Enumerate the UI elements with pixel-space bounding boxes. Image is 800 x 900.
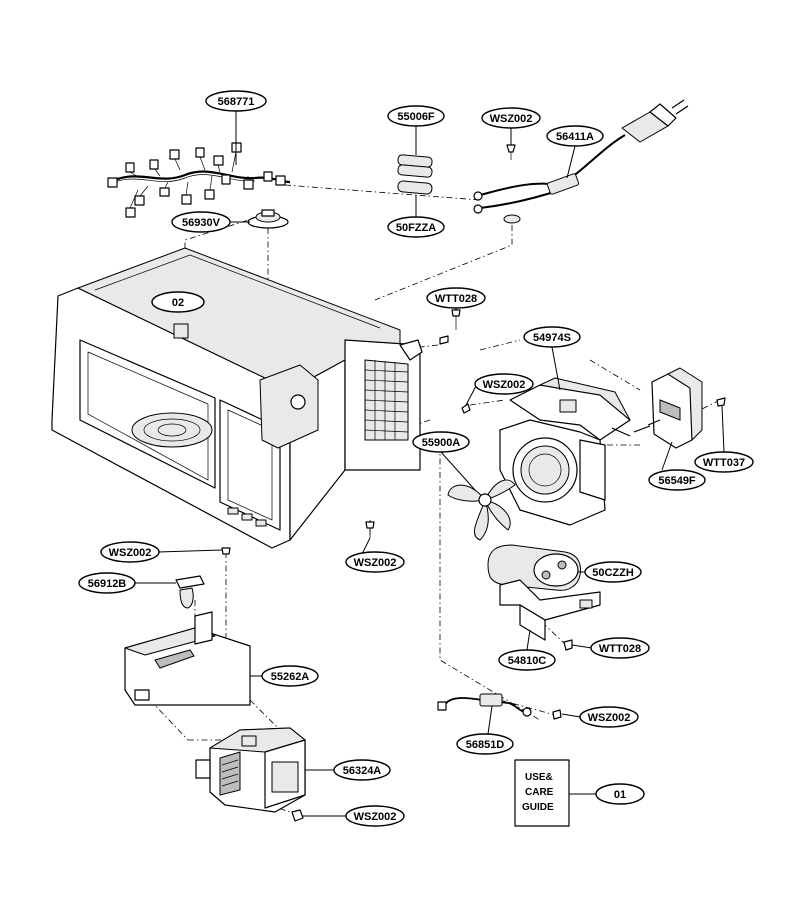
cover-part: [124, 611, 251, 706]
label-54974s: 54974S: [523, 326, 581, 348]
svg-text:WTT028: WTT028: [435, 293, 477, 305]
label-wsz002-bottom: WSZ002: [345, 805, 405, 827]
screw-bottom-part: [291, 809, 304, 822]
fan-motor-part: [633, 367, 703, 449]
label-wtt028-bottom: WTT028: [590, 637, 650, 659]
svg-text:56324A: 56324A: [343, 765, 382, 777]
label-56411a: 56411A: [546, 125, 604, 147]
oven-cavity-part: [51, 247, 423, 549]
label-54810c: 54810C: [498, 649, 556, 671]
svg-text:56930V: 56930V: [182, 217, 221, 229]
svg-text:WSZ002: WSZ002: [490, 113, 533, 125]
screw-cavity-part: [365, 521, 375, 538]
svg-text:56912B: 56912B: [88, 578, 127, 590]
svg-text:55900A: 55900A: [422, 437, 461, 449]
screw-left-part: [221, 547, 231, 555]
screw-wtt028-bottom-part: [563, 639, 573, 651]
capacitor-bracket-part: [499, 579, 601, 641]
svg-text:WSZ002: WSZ002: [483, 379, 526, 391]
label-50fzza: 50FZZA: [387, 216, 445, 238]
label-56324a: 56324A: [333, 759, 391, 781]
label-01: 01: [595, 783, 645, 805]
svg-text:55006F: 55006F: [397, 111, 435, 123]
label-wsz002-cavity: WSZ002: [345, 551, 405, 573]
svg-text:WSZ002: WSZ002: [109, 547, 152, 559]
thermostat-part: [247, 209, 289, 229]
label-55262a: 55262A: [261, 665, 319, 687]
svg-text:50CZZH: 50CZZH: [592, 567, 634, 579]
power-cord-part: [473, 99, 689, 224]
label-56930v: 56930V: [171, 211, 231, 233]
screw-diode-part: [552, 709, 562, 720]
fan-bracket-part: [499, 377, 631, 526]
wire-harness-part: [107, 142, 291, 218]
fan-blade-part: [447, 479, 516, 541]
svg-text:54810C: 54810C: [508, 655, 547, 667]
svg-text:WSZ002: WSZ002: [354, 811, 397, 823]
label-wtt037: WTT037: [694, 451, 754, 473]
svg-text:56411A: 56411A: [556, 131, 594, 143]
svg-text:02: 02: [172, 297, 184, 309]
manual-part: USE& CARE GUIDE: [514, 759, 570, 827]
screw-wtt028-top-part: [439, 309, 461, 345]
svg-text:55262A: 55262A: [271, 671, 310, 683]
callout-labels: 568771 55006F WSZ002 56411A 56930V 50FZZ…: [78, 90, 754, 827]
svg-text:WTT037: WTT037: [703, 457, 745, 469]
label-wsz002-mid: WSZ002: [474, 373, 534, 395]
label-wsz002-top: WSZ002: [481, 107, 541, 129]
fuse-50fzza-part: [397, 180, 433, 195]
label-568771: 568771: [205, 90, 267, 112]
svg-text:WTT028: WTT028: [599, 643, 641, 655]
label-55900a: 55900A: [412, 431, 470, 453]
svg-text:56549F: 56549F: [658, 475, 696, 487]
manual-line-1: USE&: [525, 772, 553, 783]
label-56912b: 56912B: [78, 572, 136, 594]
manual-line-3: GUIDE: [522, 802, 554, 813]
magnetron-part: [195, 727, 306, 813]
label-02: 02: [151, 291, 205, 313]
label-wtt028-top: WTT028: [426, 287, 486, 309]
capacitor-part: [487, 544, 581, 591]
screw-wtt037-part: [716, 397, 726, 407]
label-wsz002-left: WSZ002: [100, 541, 160, 563]
svg-text:56851D: 56851D: [466, 739, 505, 751]
screw-mid-part: [461, 403, 471, 414]
fuse-55006f-part: [397, 154, 433, 178]
svg-text:WSZ002: WSZ002: [588, 712, 631, 724]
svg-text:01: 01: [614, 789, 626, 801]
label-wsz002-diode: WSZ002: [579, 706, 639, 728]
screw-top-part: [506, 144, 516, 160]
manual-line-2: CARE: [525, 787, 554, 798]
leader-lines: [134, 111, 725, 817]
label-50czzh: 50CZZH: [584, 561, 642, 583]
label-56549f: 56549F: [648, 469, 706, 491]
label-56851d: 56851D: [456, 733, 514, 755]
diode-part: [437, 693, 532, 717]
svg-text:568771: 568771: [218, 96, 255, 108]
svg-text:WSZ002: WSZ002: [354, 557, 397, 569]
label-55006f: 55006F: [387, 105, 445, 127]
svg-text:54974S: 54974S: [533, 332, 571, 344]
svg-text:50FZZA: 50FZZA: [396, 222, 436, 234]
lamp-part: [175, 575, 205, 609]
